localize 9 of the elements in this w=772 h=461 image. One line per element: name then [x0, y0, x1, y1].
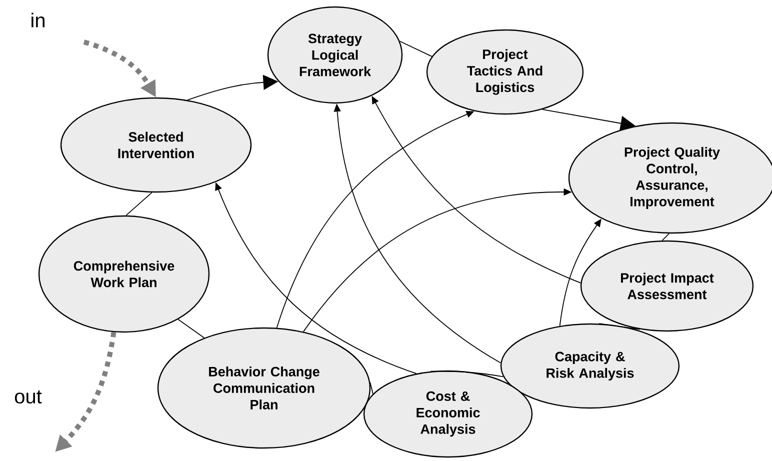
connector-line	[126, 192, 152, 216]
connector-line	[399, 40, 432, 57]
flow-label: out	[14, 390, 42, 404]
connector-line	[598, 323, 640, 330]
connector-line	[662, 233, 670, 241]
flow-label: in	[32, 12, 44, 28]
connector-line	[370, 382, 374, 394]
connector-line	[430, 370, 504, 378]
connector-line	[178, 318, 205, 338]
